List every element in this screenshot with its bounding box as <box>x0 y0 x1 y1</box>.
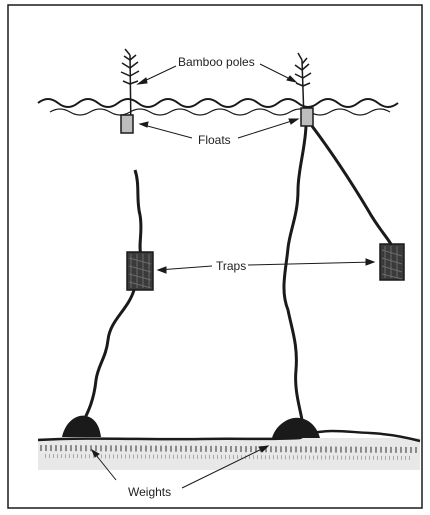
left-upper-line <box>135 170 141 255</box>
right-main-line <box>284 126 306 420</box>
left-float <box>121 115 133 133</box>
right-float <box>301 108 313 126</box>
label-floats: Floats <box>198 133 231 147</box>
wave-line-1 <box>38 99 398 107</box>
right-weight <box>272 418 320 438</box>
wave-line-2 <box>50 109 390 115</box>
label-weights: Weights <box>128 485 171 499</box>
right-trap-line <box>312 126 392 246</box>
sea-surface <box>38 99 398 115</box>
label-traps: Traps <box>216 259 246 273</box>
label-bamboo-poles: Bamboo poles <box>178 55 255 69</box>
left-weight <box>62 416 101 437</box>
left-lower-line <box>84 290 134 420</box>
